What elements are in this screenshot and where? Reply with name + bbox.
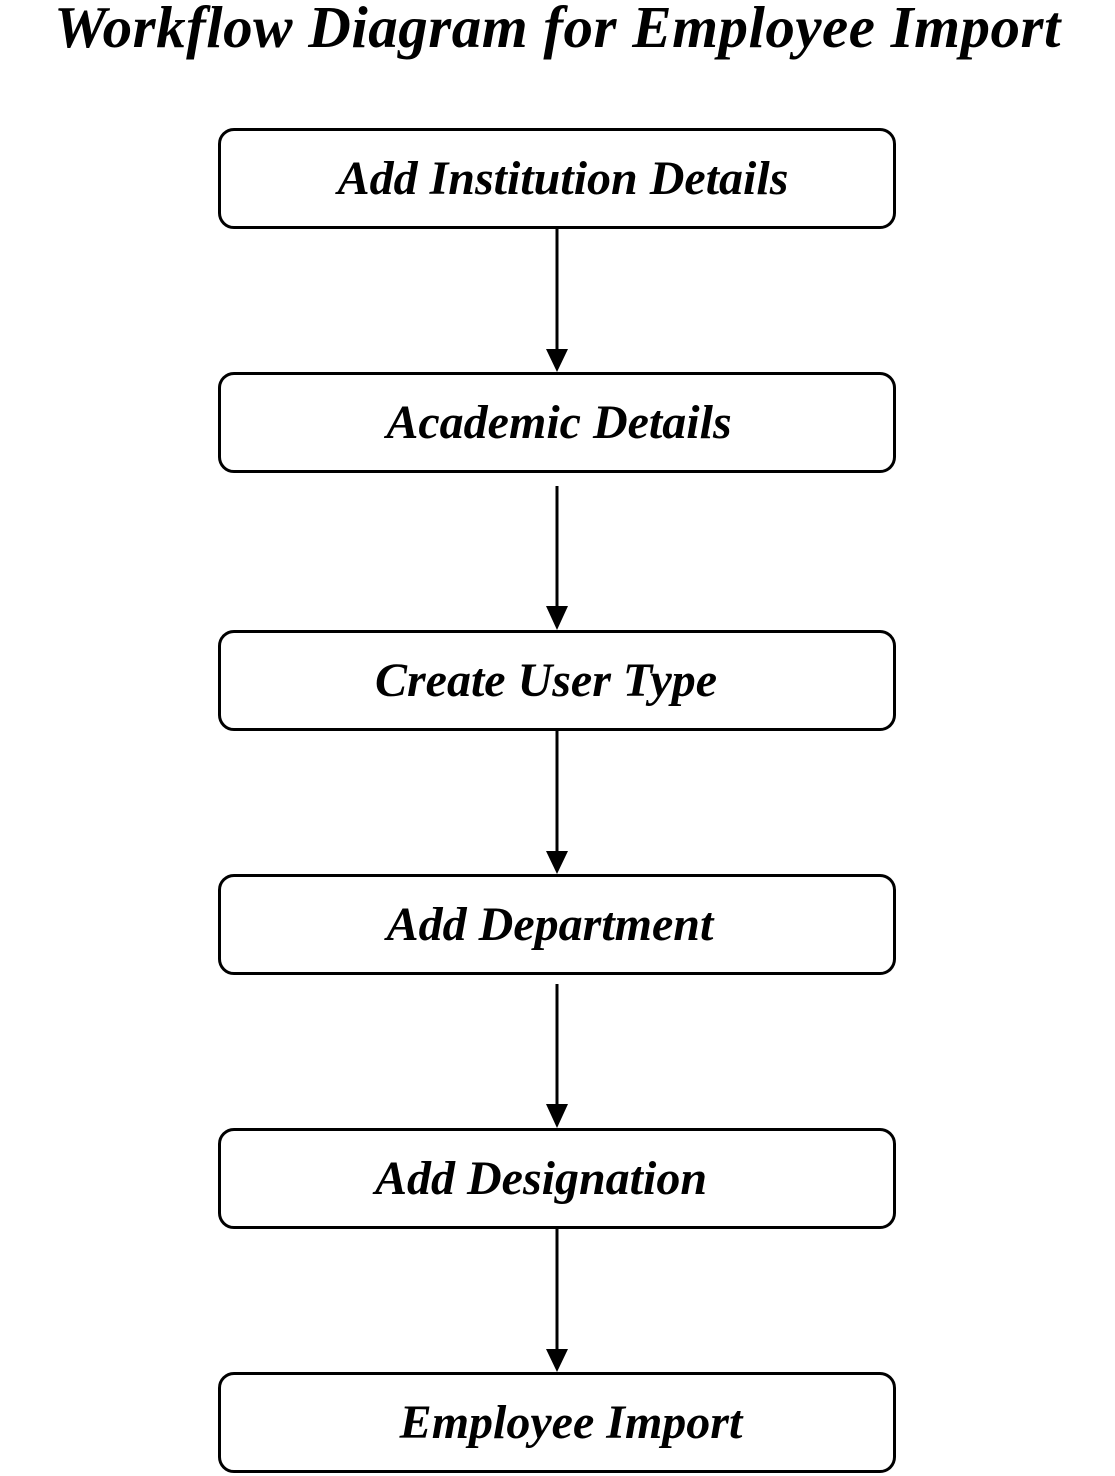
step-label: Employee Import <box>399 1396 743 1449</box>
step-add-institution-details: Add Institution Details <box>218 128 896 229</box>
step-add-designation: Add Designation <box>218 1128 896 1229</box>
diagram-title: Workflow Diagram for Employee Import <box>54 0 1061 60</box>
step-create-user-type: Create User Type <box>218 630 896 731</box>
arrowhead <box>546 851 568 874</box>
step-add-department: Add Department <box>218 874 896 975</box>
step-label: Academic Details <box>386 396 732 449</box>
step-label: Add Institution Details <box>337 152 789 205</box>
step-label: Create User Type <box>374 654 718 707</box>
step-label: Add Department <box>386 898 714 951</box>
arrowhead <box>546 606 568 630</box>
step-label: Add Designation <box>374 1152 708 1205</box>
step-employee-import: Employee Import <box>218 1372 896 1473</box>
arrowhead <box>546 1349 568 1372</box>
arrowhead <box>546 349 568 372</box>
step-academic-details: Academic Details <box>218 372 896 473</box>
arrowhead <box>546 1104 568 1128</box>
